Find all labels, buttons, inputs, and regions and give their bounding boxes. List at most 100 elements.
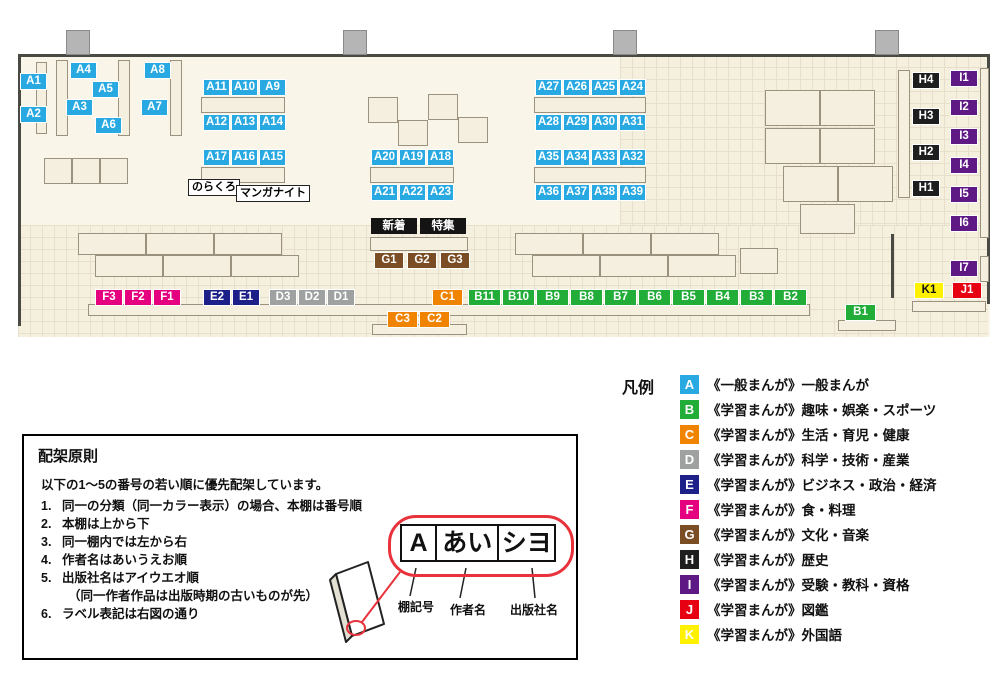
annotation-shelf-code: 棚記号 [398,600,435,614]
legend-label-a: 《一般まんが》一般まんが [707,378,869,393]
shelf-unit [370,167,454,183]
shelf-label-a32: A32 [619,149,646,166]
annotation-author: 作者名 [450,603,487,617]
rule-3: 3.同一棚内では左から右 [41,535,188,549]
legend-row-k: K《学習まんが》外国語 [680,624,990,644]
shelf-label-b11: B11 [468,289,501,306]
shelf-unit [44,158,72,184]
shelf-label-e1: E1 [232,289,260,306]
shelf-unit [231,255,299,277]
shelf-unit [668,255,736,277]
shelf-label-a5: A5 [92,81,119,98]
legend-label-b: 《学習まんが》趣味・娯楽・スポーツ [707,403,937,418]
shelf-label-b7: B7 [604,289,637,306]
legend: 凡例 A《一般まんが》一般まんが B《学習まんが》趣味・娯楽・スポーツ C《学習… [622,374,990,649]
shelf-unit [820,90,875,126]
shelf-label-b6: B6 [638,289,671,306]
label-example: A あい シヨ [400,524,556,562]
shelf-label-a24: A24 [619,79,646,96]
legend-row-g: G《学習まんが》文化・音楽 [680,524,990,544]
shelf-label-a11: A11 [203,79,230,96]
rule-1: 1.同一の分類（同一カラー表示）の場合、本棚は番号順 [41,499,363,513]
legend-label-d: 《学習まんが》科学・技術・産業 [707,453,910,468]
shelf-label-a35: A35 [535,149,562,166]
shelf-unit [838,166,893,202]
shelf-label-b9: B9 [536,289,569,306]
shelf-label-a38: A38 [591,184,618,201]
shelf-label-b3: B3 [740,289,773,306]
shelf-unit [56,60,68,136]
shelf-label-b1: B1 [845,304,876,321]
legend-row-j: J《学習まんが》図鑑 [680,599,990,619]
shelf-label-a26: A26 [563,79,590,96]
rule-4: 4.作者名はあいうえお順 [41,553,188,567]
shelf-label-a10: A10 [231,79,258,96]
shelf-label-h3: H3 [912,108,940,125]
shelf-label-a18: A18 [427,149,454,166]
shelf-label-b8: B8 [570,289,603,306]
shelf-label-a1: A1 [20,73,47,90]
shelf-unit [765,128,820,164]
pillar [66,30,90,55]
shelf-label-a27: A27 [535,79,562,96]
shelf-label-f2: F2 [124,289,152,306]
shelf-unit [201,97,285,113]
shelf-label-a13: A13 [231,114,258,131]
shelf-label-b5: B5 [672,289,705,306]
label-author: あい [435,526,497,560]
rules-intro: 以下の1～5の番号の若い順に優先配架しています。 [41,478,329,492]
shelf-label-f3: F3 [95,289,123,306]
shelf-unit [428,94,458,120]
shelf-label-a8: A8 [144,62,171,79]
shelf-unit [600,255,668,277]
shelf-label-a16: A16 [231,149,258,166]
legend-key-i: I [680,574,699,594]
legend-label-g: 《学習まんが》文化・音楽 [707,528,869,543]
shelf-unit [534,97,646,113]
legend-key-e: E [680,474,699,494]
legend-title: 凡例 [622,380,655,397]
new-arrivals-sign: 新着 [371,218,417,234]
rule-5-sub: （同一作者作品は出版時期の古いものが先） [68,589,319,603]
rule-2: 2.本棚は上から下 [41,517,150,531]
legend-key-b: B [680,399,699,419]
shelf-label-d2: D2 [298,289,326,306]
shelf-unit [980,68,989,238]
shelf-label-i2: I2 [950,99,978,116]
shelf-label-a17: A17 [203,149,230,166]
legend-row-b: B 《学習まんが》趣味・娯楽・スポーツ [680,399,990,419]
shelf-label-b4: B4 [706,289,739,306]
shelf-label-a23: A23 [427,184,454,201]
shelf-unit [912,301,986,312]
shelf-unit [583,233,651,255]
shelf-label-a31: A31 [619,114,646,131]
shelf-label-a2: A2 [20,106,47,123]
shelf-label-c2: C2 [419,311,450,328]
shelf-unit [651,233,719,255]
shelf-unit [783,166,838,202]
shelf-label-a25: A25 [591,79,618,96]
shelf-label-i4: I4 [950,157,978,174]
legend-key-f: F [680,499,699,519]
shelf-label-a37: A37 [563,184,590,201]
shelf-label-a20: A20 [371,149,398,166]
legend-row-f: F《学習まんが》食・料理 [680,499,990,519]
shelf-label-j1: J1 [952,282,982,299]
shelf-unit [980,256,989,282]
floor-tiles [18,225,988,337]
shelf-unit [163,255,231,277]
shelf-label-e2: E2 [203,289,231,306]
shelf-label-h1: H1 [912,180,940,197]
book-illustration [329,561,536,643]
shelf-label-d3: D3 [269,289,297,306]
shelf-label-i6: I6 [950,215,978,232]
legend-row-h: H《学習まんが》歴史 [680,549,990,569]
shelf-label-a15: A15 [259,149,286,166]
legend-label-i: 《学習まんが》受験・教科・資格 [707,578,910,593]
shelf-label-b10: B10 [502,289,535,306]
shelf-label-a39: A39 [619,184,646,201]
legend-rows: A《一般まんが》一般まんが B《学習まんが》趣味・娯楽・スポーツ C《学習まんが… [680,374,990,644]
rules-list: 1.同一の分類（同一カラー表示）の場合、本棚は番号順 2.本棚は上から下 3.同… [41,497,362,623]
shelf-unit [534,167,646,183]
